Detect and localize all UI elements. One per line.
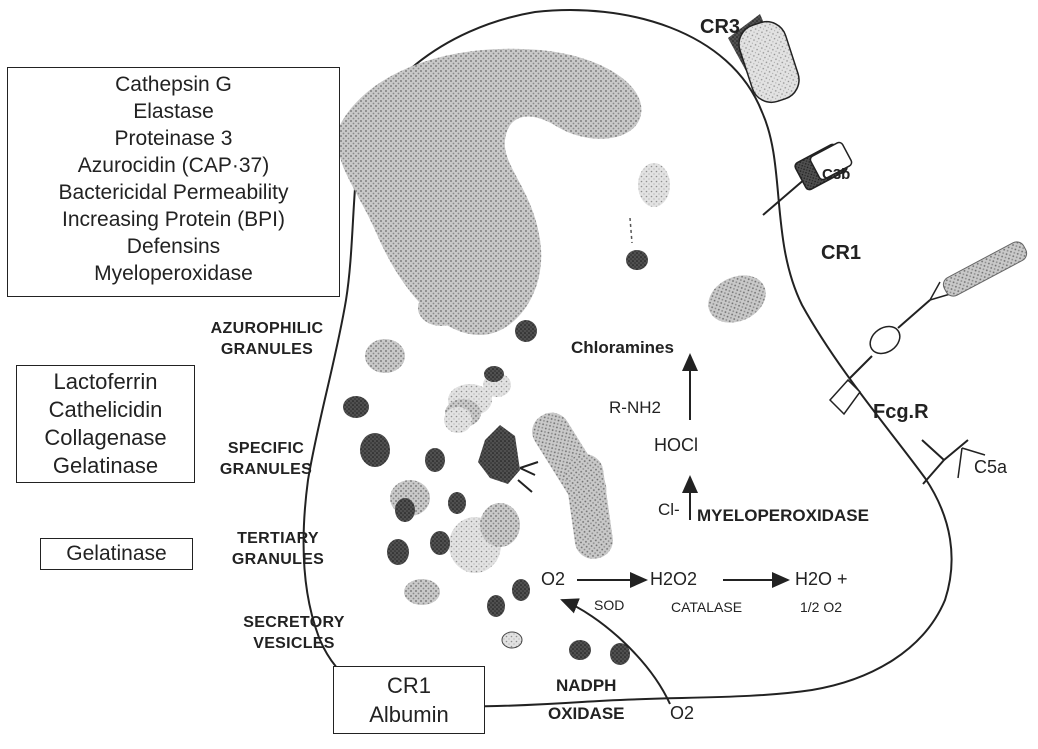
- cr3-label: CR3: [700, 16, 740, 38]
- azurophilic-granules-label: AZUROPHILIC GRANULES: [202, 318, 332, 360]
- sod-label: SOD: [594, 597, 624, 613]
- tertiary-granules-label: TERTIARY GRANULES: [212, 528, 344, 570]
- c3b-label: C3b: [822, 166, 850, 183]
- specific-contents-box: Lactoferrin Cathelicidin Collagenase Gel…: [16, 365, 195, 483]
- secretory-contents-box: CR1 Albumin: [333, 666, 485, 734]
- h2o2-label: H2O2: [650, 569, 697, 589]
- fcg-receptor: [830, 239, 1029, 414]
- nadph-label: NADPH: [556, 676, 616, 695]
- cr1-label: CR1: [821, 242, 861, 264]
- h2o-plus-label: H2O +: [795, 569, 848, 589]
- content-item: Cathepsin G: [8, 71, 339, 98]
- content-item: Gelatinase: [17, 452, 194, 480]
- content-item: Albumin: [334, 700, 484, 729]
- content-item: Defensins: [8, 233, 339, 260]
- content-item: Cathelicidin: [17, 396, 194, 424]
- hocl-label: HOCl: [654, 435, 698, 455]
- content-item: CR1: [334, 671, 484, 700]
- content-item: Increasing Protein (BPI): [8, 206, 339, 233]
- content-item: Collagenase: [17, 424, 194, 452]
- oxidase-label: OXIDASE: [548, 704, 625, 723]
- content-item: Bactericidal Permeability: [8, 179, 339, 206]
- catalase-label: CATALASE: [671, 599, 742, 615]
- specific-granules-label: SPECIFIC GRANULES: [200, 438, 332, 480]
- o2-outside-label: O2: [670, 703, 694, 723]
- o2-label: O2: [541, 569, 565, 589]
- content-item: Elastase: [8, 98, 339, 125]
- content-item: Proteinase 3: [8, 125, 339, 152]
- content-item: Myeloperoxidase: [8, 260, 339, 287]
- myeloperoxidase-label: MYELOPEROXIDASE: [697, 506, 869, 525]
- half-o2-label: 1/2 O2: [800, 599, 842, 615]
- content-item: Azurocidin (CAP·37): [8, 152, 339, 179]
- azurophilic-contents-box: Cathepsin G Elastase Proteinase 3 Azuroc…: [7, 67, 340, 297]
- r-nh2-label: R-NH2: [609, 398, 661, 417]
- content-item: Lactoferrin: [17, 368, 194, 396]
- chloramines-label: Chloramines: [571, 338, 674, 357]
- c5a-label: C5a: [974, 457, 1008, 477]
- fcg-r-label: Fcg.R: [873, 401, 929, 423]
- cl-label: Cl-: [658, 500, 680, 519]
- secretory-vesicles-label: SECRETORY VESICLES: [233, 612, 355, 654]
- content-item: Gelatinase: [41, 539, 192, 568]
- tertiary-contents-box: Gelatinase: [40, 538, 193, 570]
